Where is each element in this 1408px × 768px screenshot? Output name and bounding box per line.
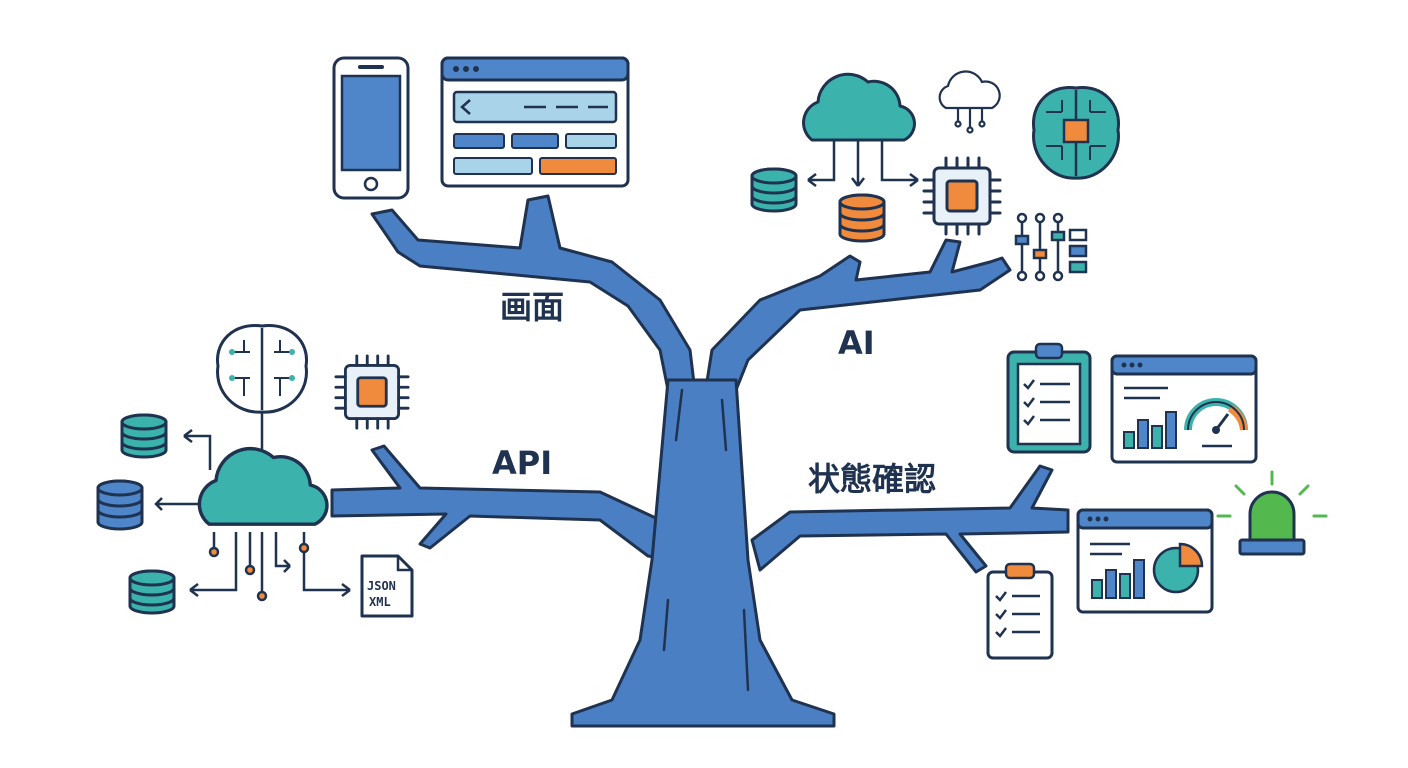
api-database-bottom-icon	[128, 569, 176, 615]
brain-icon	[216, 324, 308, 456]
api-cloud-icon	[197, 446, 329, 526]
api-connectors	[154, 429, 351, 602]
label-api: API	[492, 444, 552, 482]
file-line-xml: XML	[369, 595, 391, 609]
label-screen: 画面	[500, 288, 564, 326]
dashboard-gauge-icon	[1110, 354, 1258, 464]
api-database-mid-icon	[96, 479, 144, 531]
alarm-light-icon	[1216, 470, 1328, 556]
label-status: 状態確認	[808, 460, 936, 498]
cpu-chip-icon	[922, 156, 1002, 236]
smartphone-icon	[332, 56, 410, 200]
small-cloud-icon	[938, 70, 1001, 134]
clipboard-checklist-icon	[1006, 342, 1092, 454]
tree-trunk	[330, 194, 1070, 728]
file-line-json: JSON	[367, 579, 396, 593]
flow-network-icon	[1014, 212, 1088, 282]
database-orange-icon	[838, 193, 886, 243]
label-ai: AI	[838, 324, 875, 362]
dashboard-chart-icon	[1076, 508, 1214, 614]
cloud-icon	[802, 72, 919, 187]
trunk-bark-lines	[662, 388, 750, 692]
browser-window-icon	[440, 56, 630, 188]
database-icon	[750, 167, 798, 213]
api-database-top-icon	[120, 413, 168, 459]
api-cpu-chip-icon	[334, 354, 410, 430]
brain-chip-icon	[1032, 86, 1120, 180]
small-clipboard-checklist-icon	[986, 562, 1054, 660]
json-xml-file-icon: JSON XML	[360, 554, 414, 618]
